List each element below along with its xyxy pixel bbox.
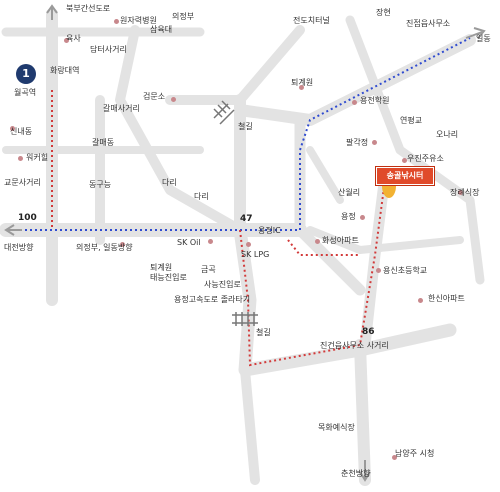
- destination-label[interactable]: 송골낚시터: [376, 167, 434, 185]
- label-geumgok: 금곡: [201, 265, 216, 274]
- marker-yongshin: [376, 268, 381, 273]
- label-ujin-gas: 우진주유소: [407, 154, 444, 163]
- label-dari-2: 다리: [194, 192, 209, 201]
- label-sinnae: 신내동: [10, 127, 33, 136]
- arrow-label-north: 북부간선도로: [66, 4, 111, 13]
- arrow-label-south: 춘천방향: [341, 469, 371, 478]
- label-onaeri: 오나리: [436, 130, 459, 139]
- road-east: [345, 15, 485, 285]
- marker-ujin-gas: [402, 158, 407, 163]
- label-yongjeong: 용정: [341, 212, 356, 221]
- marker-yuksa: [64, 38, 69, 43]
- label-yongjeong-ic: 용정IC: [258, 226, 281, 235]
- label-uijeongbu: 의정부: [172, 12, 195, 21]
- route-100: 100: [18, 213, 37, 223]
- marker-geommoon: [171, 97, 176, 102]
- marker-toegyewon: [299, 85, 304, 90]
- marker-sinnae: [10, 126, 15, 131]
- label-gyomun: 교문사거리: [4, 178, 41, 187]
- label-mokhwa: 목화예식장: [318, 423, 355, 432]
- label-hansin: 한신아파트: [428, 294, 465, 303]
- label-yongjeong-hw: 용정고속도로 졸라타기: [174, 295, 251, 304]
- label-wikeo: 워커힐: [26, 153, 49, 162]
- marker-namyangju: [392, 455, 397, 460]
- label-janglye: 장례식장: [450, 188, 480, 197]
- railway-2: [232, 312, 258, 326]
- route-86: 86: [362, 327, 375, 337]
- marker-skoil: [208, 239, 213, 244]
- arrow-label-east: 일동: [476, 34, 491, 43]
- marker-uijeongbu-ildong: [120, 242, 125, 247]
- label-saneung: 사능진입로: [204, 280, 241, 289]
- label-sklpg: SK LPG: [241, 250, 270, 259]
- marker-wikeo: [18, 156, 23, 161]
- marker-yongjeon: [352, 100, 357, 105]
- label-toegyewon: 퇴계원: [291, 78, 314, 87]
- route-badge: 1: [16, 64, 36, 84]
- label-namyangju: 남양주 시청: [395, 449, 435, 458]
- railway-1: [213, 100, 235, 125]
- marker-wonjaryeok: [114, 19, 119, 24]
- label-toegyewon-entry: 퇴계원 태능진입로: [150, 263, 187, 282]
- road-link: [306, 146, 344, 204]
- marker-sklpg: [246, 242, 251, 247]
- marker-hansin: [418, 298, 423, 303]
- label-yongshin: 용신초등학교: [383, 266, 428, 275]
- road-east-link: [306, 226, 464, 254]
- road-diagonal-east: [234, 34, 476, 126]
- blue-route: [20, 37, 471, 231]
- label-jingeon-cross: 진건읍사무소 사거리: [320, 341, 389, 350]
- label-sanwolli: 산월리: [338, 188, 361, 197]
- label-jingeon-office: 진접읍사무소: [406, 19, 451, 28]
- label-cheolgil-1: 철길: [238, 122, 253, 131]
- marker-yongjeong: [360, 215, 365, 220]
- label-sahmyuk: 삼육대: [150, 25, 173, 34]
- label-janghyeon: 장현: [376, 8, 391, 17]
- label-hwarang: 화랑대역: [50, 66, 80, 75]
- label-uijeongbu-ildong: 의정부, 일동방향: [76, 243, 133, 252]
- label-yeonpyeong: 연평교: [400, 116, 423, 125]
- road-diagonal-2: [165, 25, 305, 105]
- arrow-lines: [4, 4, 486, 482]
- red-route-main: [239, 179, 386, 367]
- label-dari-1: 다리: [162, 178, 177, 187]
- label-palgakjeong: 팔각정: [346, 138, 369, 147]
- route-47: 47: [240, 214, 253, 224]
- label-skoil: SK Oil: [177, 238, 201, 247]
- road-jingeon: [359, 169, 391, 351]
- label-geommoon: 검문소: [143, 92, 166, 101]
- marker-palgakjeong: [372, 140, 377, 145]
- label-galmae-cross: 갈매사거리: [103, 104, 140, 113]
- label-donggu: 동구능: [89, 180, 112, 189]
- label-yongjeon: 용전학원: [360, 96, 390, 105]
- label-wonjaryeok: 원자력병원: [120, 16, 157, 25]
- label-yuksa: 육사: [66, 34, 81, 43]
- label-cheolgil-2: 철길: [256, 328, 271, 337]
- road-diagonal-1: [115, 25, 245, 235]
- label-wolgok: 월곡역: [14, 88, 37, 97]
- label-galmaedong: 갈매동: [92, 138, 115, 147]
- marker-janglye: [458, 190, 463, 195]
- label-jeondo: 전도치터널: [293, 16, 330, 25]
- label-hwaseong: 화성아파트: [322, 236, 359, 245]
- label-damteo: 담터사거리: [90, 45, 127, 54]
- road-southwest: [240, 365, 260, 485]
- red-route-link: [287, 239, 360, 256]
- road-south: [354, 339, 371, 486]
- arrow-label-west: 대전방향: [4, 243, 34, 252]
- marker-hwaseong: [315, 239, 320, 244]
